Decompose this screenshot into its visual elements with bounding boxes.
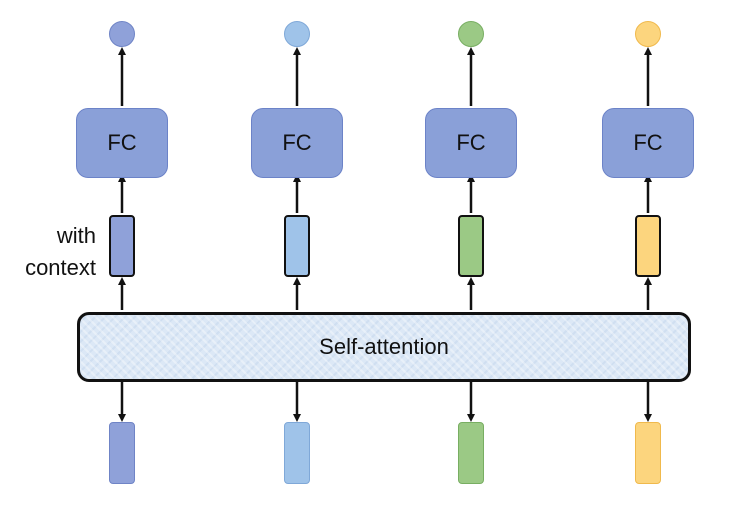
fc-layer: FC [425, 108, 517, 178]
input-vector [284, 422, 310, 484]
input-vector [109, 422, 135, 484]
context-vector [458, 215, 484, 277]
context-vector [284, 215, 310, 277]
fc-layer: FC [251, 108, 343, 178]
output-node [284, 21, 310, 47]
input-vector [635, 422, 661, 484]
self-attention-label: Self-attention [319, 334, 449, 359]
self-attention-block: Self-attention [77, 312, 691, 382]
fc-layer: FC [76, 108, 168, 178]
output-node [635, 21, 661, 47]
context-vector [109, 215, 135, 277]
output-node [109, 21, 135, 47]
fc-layer: FC [602, 108, 694, 178]
context-label-line1: with [56, 223, 96, 248]
output-node [458, 21, 484, 47]
context-label: with context [6, 220, 96, 284]
context-label-line2: context [25, 255, 96, 280]
input-vector [458, 422, 484, 484]
context-vector [635, 215, 661, 277]
